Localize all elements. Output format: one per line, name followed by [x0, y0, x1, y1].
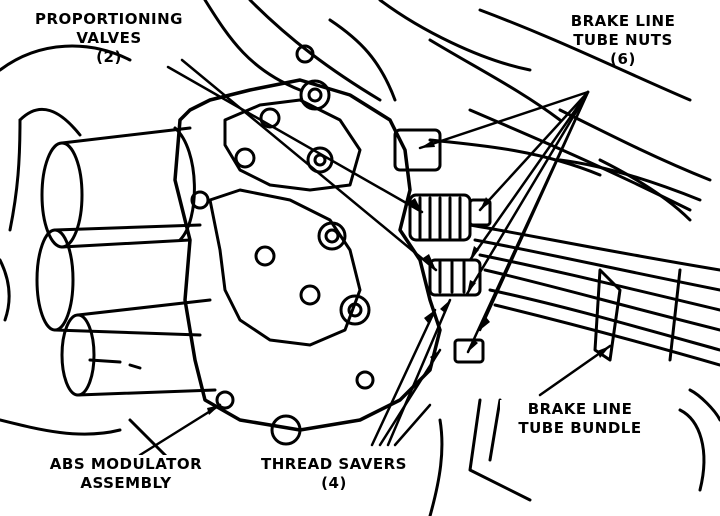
arrowhead [468, 339, 478, 352]
label-tube-nuts-line2: TUBE NUTS [573, 31, 673, 49]
label-proportioning-valves-qty: (2) [96, 48, 122, 66]
label-brake-line-tube-bundle: BRAKE LINE TUBE BUNDLE [500, 400, 660, 438]
lower-bracket [0, 388, 720, 516]
leader-lines-proportioning-valves [166, 58, 438, 272]
arrowhead [480, 317, 490, 330]
arrowhead [440, 300, 450, 313]
valve-fittings [393, 128, 492, 364]
arrowhead [470, 246, 479, 260]
label-abs-modulator-line1: ABS MODULATOR [49, 455, 203, 473]
arrowhead [207, 405, 220, 415]
arrowhead [408, 198, 422, 212]
leader-lines-tube-nuts [418, 90, 590, 354]
label-thread-savers-line1: THREAD SAVERS [261, 455, 407, 473]
background-engine-lines [0, 0, 712, 322]
arrowhead [423, 254, 436, 270]
arrowhead [480, 197, 490, 210]
label-thread-savers: THREAD SAVERS (4) [244, 455, 424, 493]
label-abs-modulator-assembly: ABS MODULATOR ASSEMBLY [6, 455, 246, 493]
label-proportioning-valves-line1: PROPORTIONING [35, 10, 183, 28]
mounting-bolts [190, 44, 375, 446]
arrowhead [430, 350, 440, 362]
solenoid-cylinders [35, 126, 217, 397]
arrowhead [597, 346, 610, 358]
label-tube-nuts-line1: BRAKE LINE [570, 12, 676, 30]
label-tube-nuts-qty: (6) [610, 50, 636, 68]
label-thread-savers-qty: (4) [321, 474, 347, 492]
modulator-body [173, 78, 442, 432]
arrowhead [467, 280, 476, 294]
label-proportioning-valves: PROPORTIONING VALVES (2) [14, 10, 204, 67]
arrowhead [424, 310, 435, 323]
leader-line-tube-bundle [538, 344, 612, 397]
arrowhead [420, 140, 435, 148]
label-tube-bundle-line2: TUBE BUNDLE [518, 419, 642, 437]
label-tube-bundle-line1: BRAKE LINE [527, 400, 633, 418]
label-abs-modulator-line2: ASSEMBLY [80, 474, 172, 492]
label-brake-line-tube-nuts: BRAKE LINE TUBE NUTS (6) [548, 12, 698, 69]
label-proportioning-valves-line2: VALVES [76, 29, 142, 47]
leader-lines-thread-savers [370, 298, 452, 447]
leader-line-abs-modulator [138, 403, 222, 457]
